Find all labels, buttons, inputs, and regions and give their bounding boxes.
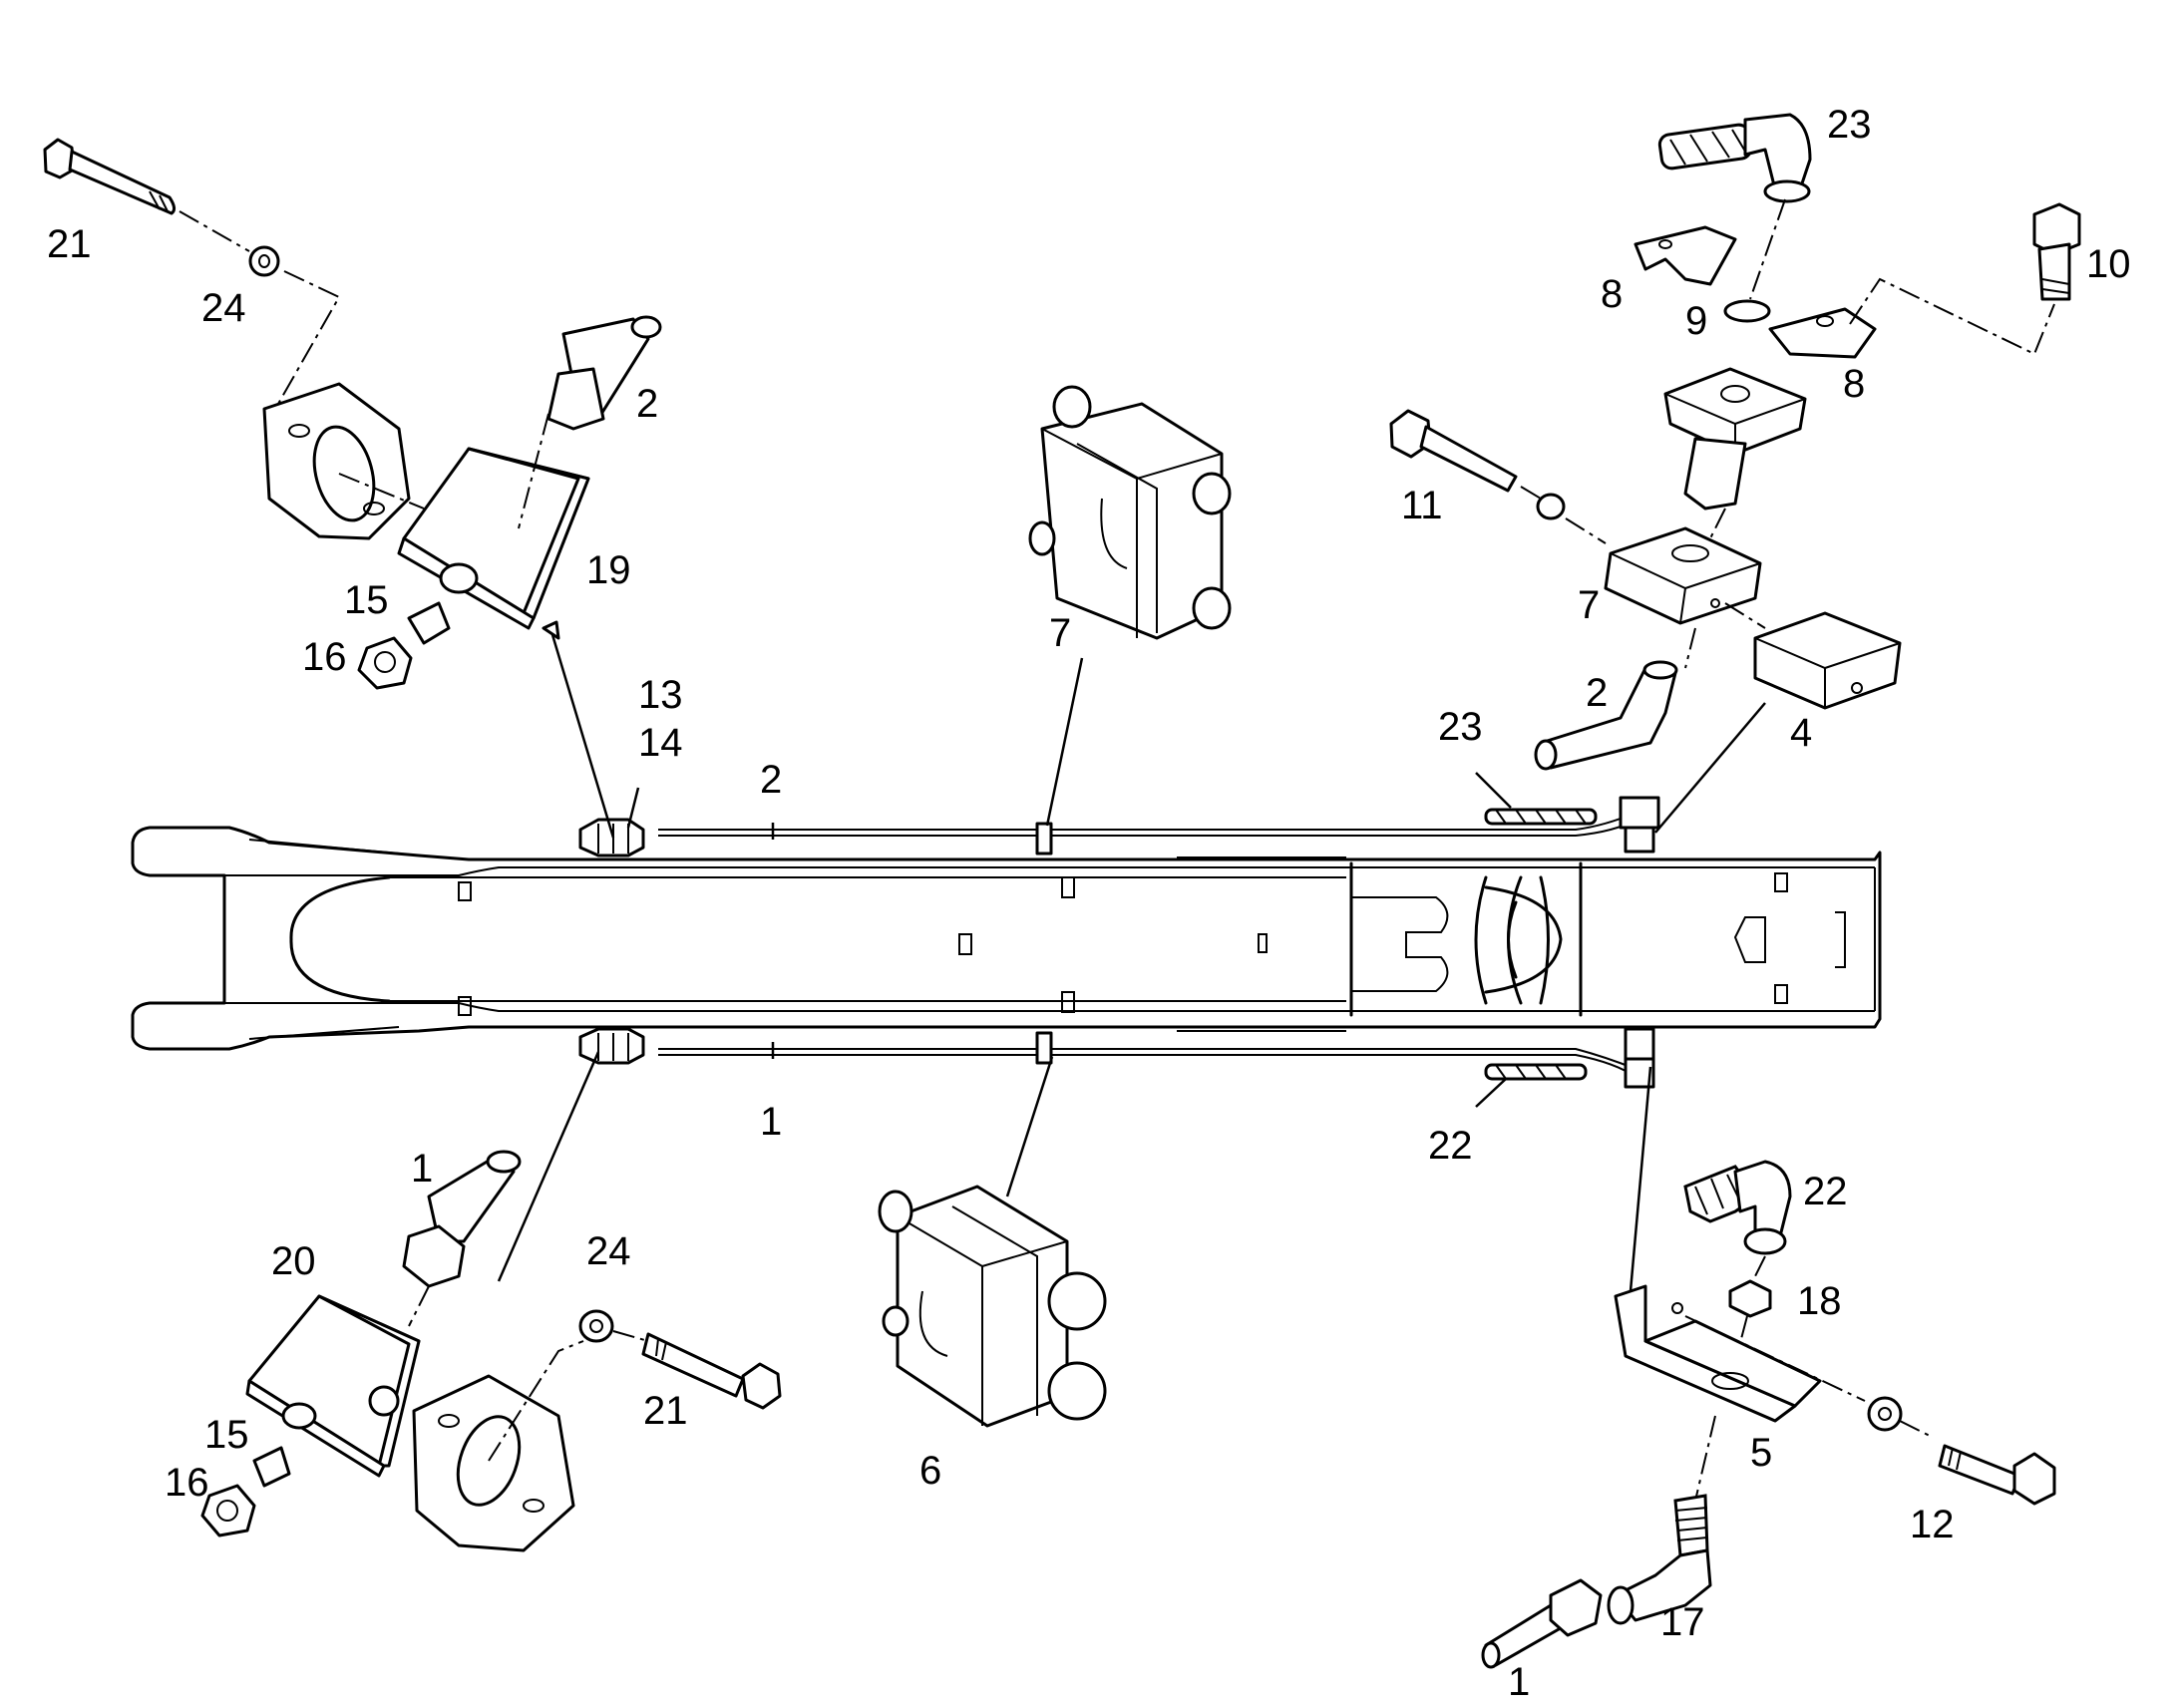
nut-16-top <box>357 636 413 690</box>
clamp-6 <box>878 1185 1107 1428</box>
flange-block <box>1663 367 1807 511</box>
clamp-half-8-lower <box>1768 307 1877 359</box>
elbow-17 <box>1607 1494 1712 1625</box>
clamp-half-8-upper <box>1634 225 1737 286</box>
callout-labels: 21 24 2 19 15 16 13 14 2 7 23 10 8 9 8 1… <box>47 103 2131 1704</box>
callout-12: 12 <box>1910 1503 1955 1546</box>
callout-5: 5 <box>1750 1431 1772 1475</box>
block-4 <box>1753 611 1902 710</box>
hose-lines <box>578 796 1660 1089</box>
callout-1: 1 <box>1508 1660 1530 1704</box>
callout-6: 6 <box>919 1449 941 1493</box>
block-20 <box>245 1294 421 1478</box>
callout-2: 2 <box>760 758 782 802</box>
nipple-15-bottom <box>252 1446 291 1488</box>
pipe-1-bottom-left <box>402 1150 522 1288</box>
callout-23: 23 <box>1438 705 1483 749</box>
callout-1: 1 <box>411 1147 433 1191</box>
callout-4: 4 <box>1790 711 1812 755</box>
callout-13: 13 <box>638 673 683 717</box>
boom-beam <box>131 826 1882 1051</box>
bolt-21-top <box>43 138 177 215</box>
callout-22: 22 <box>1803 1170 1848 1213</box>
elbow-fitting-22 <box>1683 1160 1792 1255</box>
pipe-1-bottom-right <box>1481 1578 1603 1669</box>
washer-12 <box>1867 1396 1903 1432</box>
callout-11: 11 <box>1401 484 1443 527</box>
flange-plate-bottom <box>412 1374 575 1552</box>
callout-9: 9 <box>1685 299 1707 343</box>
callout-17: 17 <box>1660 1600 1705 1644</box>
callout-14: 14 <box>638 721 683 765</box>
callout-24: 24 <box>201 286 246 330</box>
bracket-5 <box>1614 1284 1822 1423</box>
nut-16-bottom <box>200 1484 256 1537</box>
pipe-2-top-left <box>546 315 662 431</box>
bolt-10 <box>2032 202 2081 301</box>
callout-8: 8 <box>1601 272 1623 316</box>
callout-8: 8 <box>1843 362 1865 406</box>
callout-19: 19 <box>586 548 631 592</box>
callout-21: 21 <box>643 1389 688 1433</box>
callout-15: 15 <box>204 1413 249 1457</box>
callout-7: 7 <box>1049 611 1071 655</box>
nut-18 <box>1728 1279 1772 1318</box>
pipe-2-right <box>1534 660 1678 771</box>
washer-24-bottom <box>578 1309 614 1343</box>
block-19 <box>397 447 590 630</box>
callout-20: 20 <box>271 1239 316 1283</box>
nipple-15-top <box>407 601 451 645</box>
elbow-fitting-23 <box>1657 113 1812 203</box>
callout-2: 2 <box>636 382 658 426</box>
oring-9 <box>1723 299 1771 323</box>
clamp-7-top <box>1028 385 1232 640</box>
washer-11 <box>1536 493 1566 520</box>
callout-15: 15 <box>344 578 389 622</box>
callout-16: 16 <box>302 635 347 679</box>
bolt-11 <box>1389 409 1518 493</box>
callout-18: 18 <box>1797 1279 1842 1323</box>
washer-24-top <box>248 245 280 277</box>
callout-24: 24 <box>586 1229 631 1273</box>
callout-21: 21 <box>47 222 92 266</box>
bolt-12 <box>1938 1444 2056 1506</box>
block-7-right <box>1604 526 1762 625</box>
callout-2: 2 <box>1586 671 1608 715</box>
callout-1: 1 <box>760 1100 782 1144</box>
callout-23: 23 <box>1827 103 1872 147</box>
callout-22: 22 <box>1428 1124 1473 1168</box>
callout-16: 16 <box>165 1461 209 1505</box>
callout-7: 7 <box>1578 583 1600 627</box>
bolt-21-bottom <box>641 1332 782 1410</box>
callout-10: 10 <box>2086 242 2131 286</box>
flange-plate-top <box>262 382 411 540</box>
